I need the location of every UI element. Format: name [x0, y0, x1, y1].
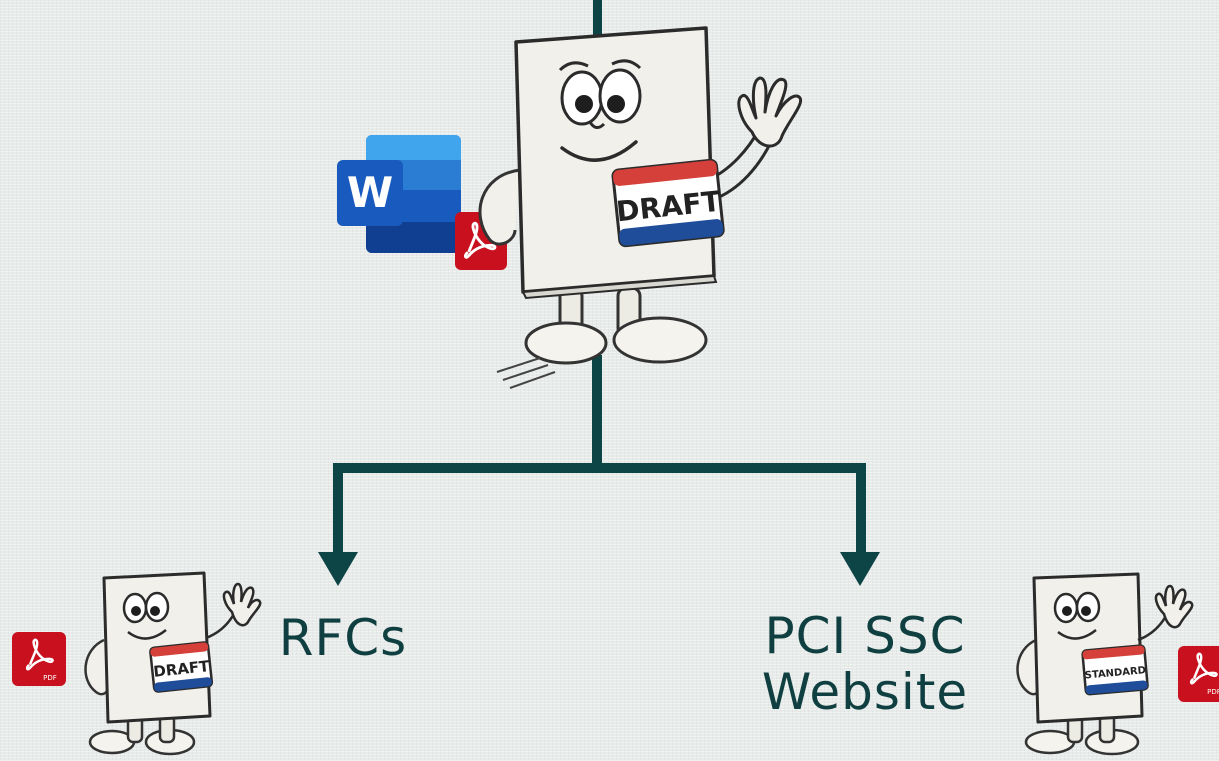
standard-badge-right-text: STANDARD: [1084, 665, 1146, 681]
pdf-icon-right-text: PDF: [1207, 688, 1219, 696]
document-character-right: STANDARD: [1016, 572, 1194, 756]
document-character-main: DRAFT: [478, 26, 803, 389]
pdf-icon-left-text: PDF: [43, 674, 57, 682]
branch-connector: [333, 355, 866, 555]
rfcs-label: RFCs: [278, 609, 408, 667]
pdf-icon-right: PDF: [1178, 646, 1219, 702]
pci-ssc-website-label: PCI SSC Website: [735, 608, 995, 720]
standard-badge-right: STANDARD: [1081, 644, 1149, 696]
document-character-left: DRAFT: [84, 571, 262, 756]
word-icon: W: [337, 135, 461, 253]
word-icon-letter: W: [347, 168, 393, 217]
pci-label-line2: Website: [761, 663, 969, 721]
arrowhead-to-pci: [840, 552, 880, 586]
draft-badge-left: DRAFT: [149, 641, 214, 693]
draft-badge-left-text: DRAFT: [152, 657, 210, 681]
pdf-icon-left: PDF: [12, 632, 66, 686]
draft-badge-main: DRAFT: [611, 158, 725, 248]
pci-label-line1: PCI SSC: [764, 607, 966, 665]
arrowhead-to-rfcs: [318, 552, 358, 586]
